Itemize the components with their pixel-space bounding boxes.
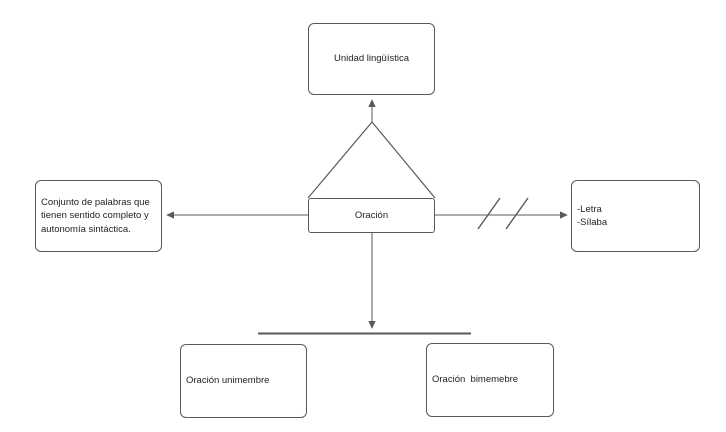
node-oracion-unimembre-label: Oración unimembre [186, 375, 270, 387]
node-oracion-label: Oración [354, 209, 389, 221]
node-unidad-linguistica-label: Unidad lingüística [334, 53, 409, 65]
node-oracion: Oración [308, 198, 435, 233]
node-definition: Conjunto de palabras que tienen sentido … [35, 180, 162, 252]
triangle-shape [307, 121, 436, 199]
node-definition-label: Conjunto de palabras que tienen sentido … [41, 197, 150, 235]
node-unidad-linguistica: Unidad lingüística [308, 23, 435, 95]
node-letra-silaba-label: -Letra -Sílaba [577, 203, 608, 228]
node-oracion-bimembre-label: Oración bimemebre [432, 374, 519, 386]
node-letra-silaba: -Letra -Sílaba [571, 180, 700, 252]
node-oracion-unimembre: Oración unimembre [180, 344, 307, 418]
node-oracion-bimembre: Oración bimemebre [426, 343, 554, 417]
break-slashes [477, 197, 529, 230]
